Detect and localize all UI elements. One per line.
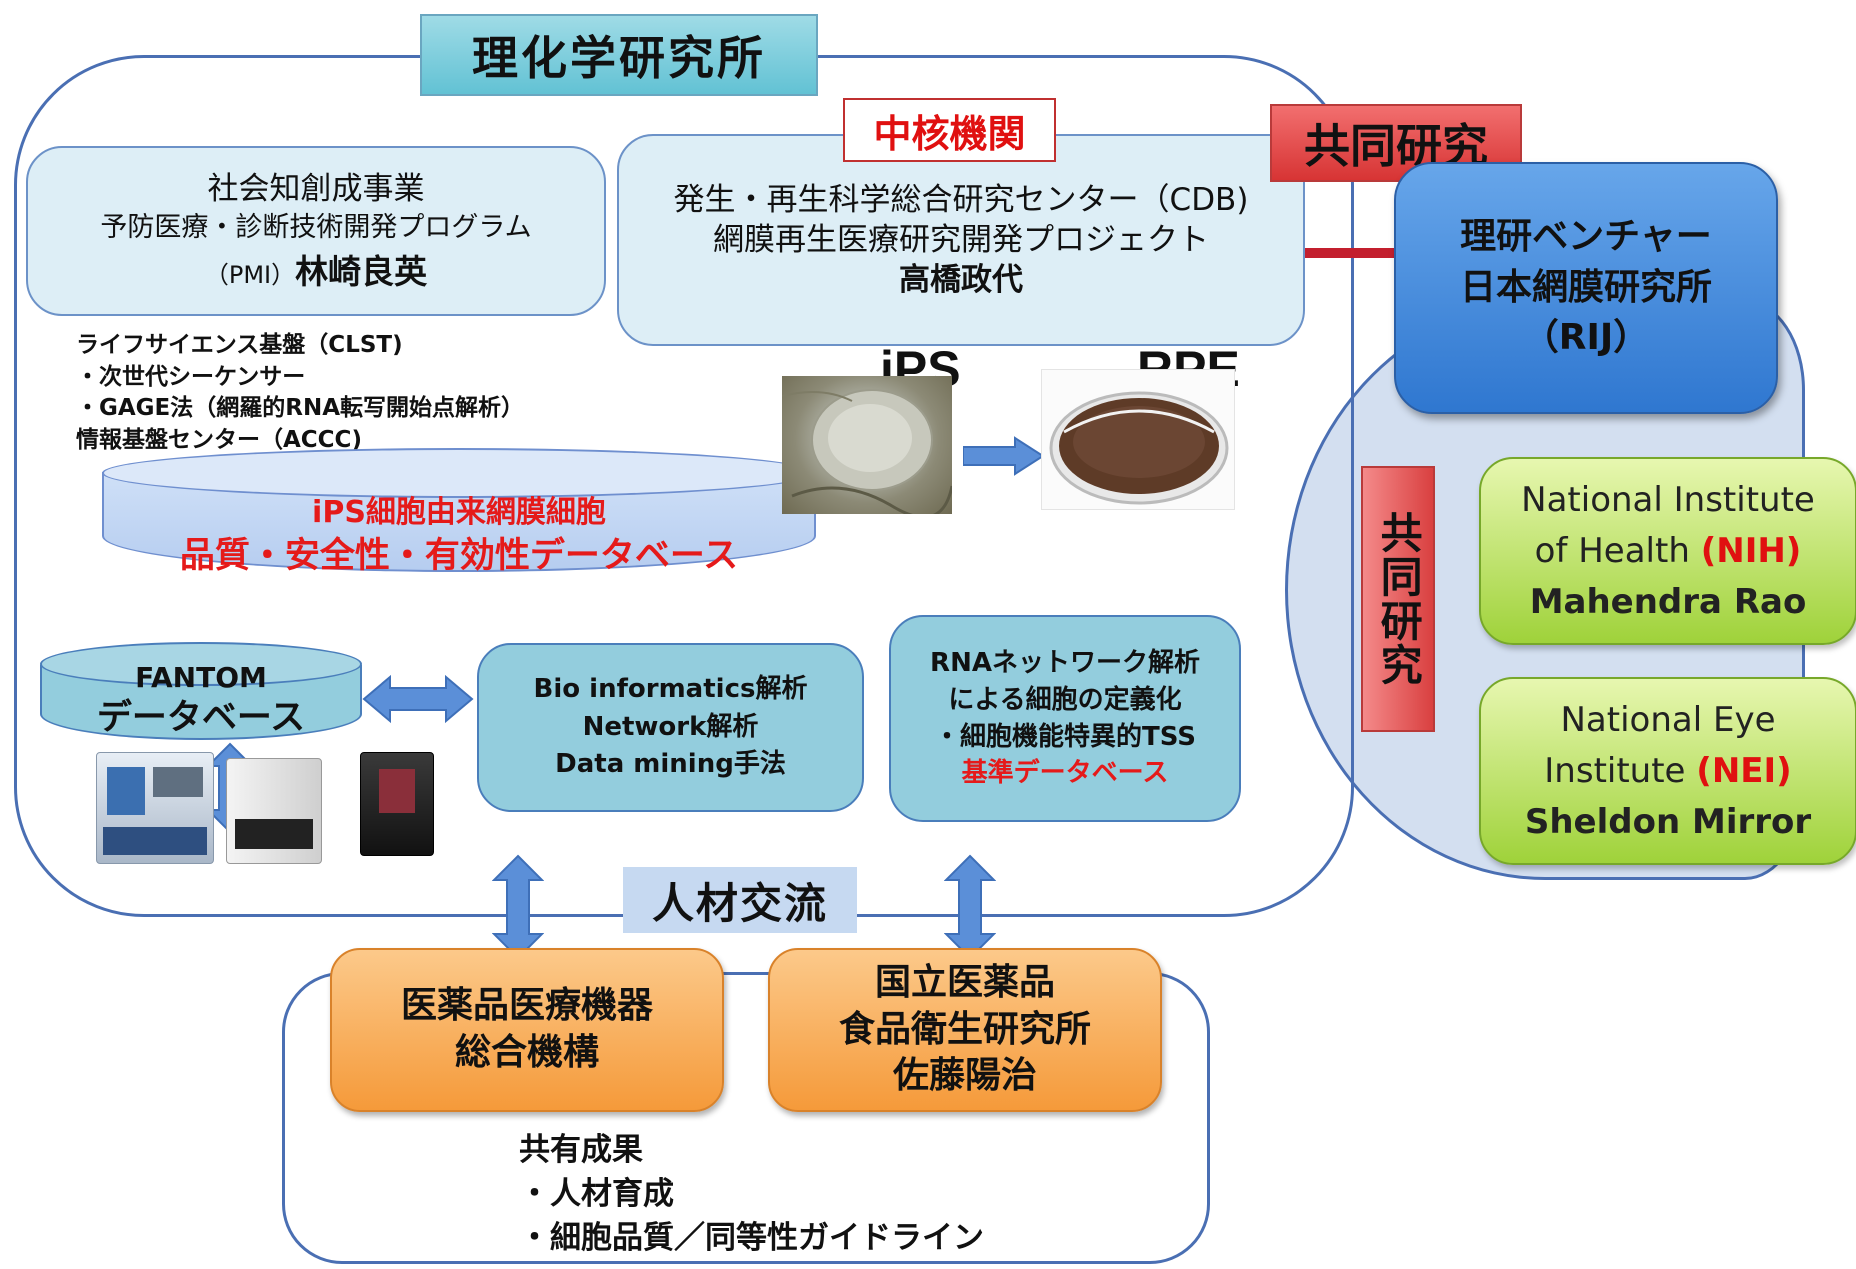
nei-line2: Institute (NEI) xyxy=(1544,746,1791,797)
pmi-abbr: （PMI） xyxy=(204,260,296,289)
pmi-line1: 社会知創成事業 xyxy=(207,171,425,208)
database-cylinder-top xyxy=(102,448,816,498)
fantom-cylinder-top xyxy=(40,642,362,686)
sequencer-machine-image xyxy=(96,752,214,864)
retina-database-label: iPS細胞由来網膜細胞 品質・安全性・有効性データベース xyxy=(102,492,816,580)
collab-connector-line xyxy=(1305,248,1397,258)
nih-line2-prefix: of Health xyxy=(1534,530,1701,571)
nih-researcher: Mahendra Rao xyxy=(1529,581,1807,622)
clst-list: ライフサイエンス基盤（CLST) ・次世代シーケンサー ・GAGE法（網羅的RN… xyxy=(76,330,524,457)
ips-to-rpe-arrow xyxy=(963,436,1045,476)
clst-item: ・GAGE法（網羅的RNA転写開始点解析） xyxy=(76,395,525,422)
bio-line1: Bio informatics解析 xyxy=(533,673,808,704)
personnel-exchange-label: 人材交流 xyxy=(623,867,857,933)
fantom-database-label: FANTOM データベース xyxy=(40,660,362,742)
rna-line3: ・細胞機能特異的TSS xyxy=(933,721,1197,752)
riken-venture-box: 理研ベンチャー 日本網膜研究所 （RIJ） xyxy=(1394,162,1778,414)
pmda-box: 医薬品医療機器 総合機構 xyxy=(330,948,724,1112)
ips-cell-photo xyxy=(782,376,952,514)
analyzer-device-image xyxy=(360,752,434,856)
exchange-arrow-left xyxy=(492,854,544,960)
cdb-line2: 網膜再生医療研究開発プロジェクト xyxy=(713,221,1209,258)
riken-title: 理化学研究所 xyxy=(420,14,818,96)
rna-line4: 基準データベース xyxy=(961,758,1169,789)
database-line1: iPS細胞由来網膜細胞 xyxy=(312,495,606,530)
nihs-line3: 佐藤陽治 xyxy=(892,1055,1037,1097)
rpe-cell-dish-photo xyxy=(1041,369,1235,510)
database-line2: 品質・安全性・有効性データベース xyxy=(179,536,739,576)
rna-line1: RNAネットワーク解析 xyxy=(930,647,1200,678)
clst-item: 情報基盤センター（ACCC) xyxy=(76,427,362,454)
nih-partner-box: National Institute of Health (NIH) Mahen… xyxy=(1479,457,1856,645)
venture-line3: （RIJ） xyxy=(1522,317,1650,359)
clst-item: ・次世代シーケンサー xyxy=(76,363,306,390)
pmda-line1: 医薬品医療機器 xyxy=(400,985,653,1027)
nei-line1: National Eye xyxy=(1560,699,1776,740)
nihs-box: 国立医薬品 食品衛生研究所 佐藤陽治 xyxy=(768,948,1162,1112)
nih-line1: National Institute xyxy=(1521,479,1815,520)
nei-line2-prefix: Institute xyxy=(1544,750,1697,791)
shared-outcomes-list: 共有成果 ・人材育成 ・細胞品質／同等性ガイドライン xyxy=(519,1128,984,1260)
nei-researcher: Sheldon Mirror xyxy=(1524,801,1812,842)
outcome-item: ・人材育成 xyxy=(519,1176,674,1213)
bio-line2: Network解析 xyxy=(582,711,759,742)
bio-line3: Data mining手法 xyxy=(555,749,786,780)
pmi-lead-name: 林崎良英 xyxy=(295,251,428,291)
pmi-line2: 予防医療・診断技術開発プログラム xyxy=(100,211,532,243)
outcome-item: 共有成果 xyxy=(519,1132,643,1168)
pmi-program-box: 社会知創成事業 予防医療・診断技術開発プログラム （PMI）林崎良英 xyxy=(26,146,606,316)
venture-line1: 理研ベンチャー xyxy=(1460,216,1712,258)
clst-item: ライフサイエンス基盤（CLST) xyxy=(76,332,403,358)
nihs-line2: 食品衛生研究所 xyxy=(838,1008,1091,1050)
pmi-line3: （PMI）林崎良英 xyxy=(205,245,427,293)
joint-research-vertical-label: 共同研究 xyxy=(1361,466,1435,732)
nei-abbr: (NEI) xyxy=(1696,750,1792,791)
fantom-line2: データベース xyxy=(96,698,306,739)
sequencer-unit-image xyxy=(226,758,322,864)
fantom-line1: FANTOM xyxy=(135,661,267,694)
rna-network-box: RNAネットワーク解析 による細胞の定義化 ・細胞機能特異的TSS 基準データベ… xyxy=(889,615,1241,822)
cdb-line1: 発生・再生科学総合研究センター（CDB) xyxy=(673,181,1249,218)
cdb-lead-name: 高橋政代 xyxy=(899,262,1023,299)
exchange-arrow-right xyxy=(944,854,996,960)
pmda-line2: 総合機構 xyxy=(454,1032,599,1073)
venture-line2: 日本網膜研究所 xyxy=(1459,266,1712,308)
nihs-line1: 国立医薬品 xyxy=(874,961,1055,1003)
bioinformatics-box: Bio informatics解析 Network解析 Data mining手… xyxy=(477,643,864,812)
outcome-item: ・細胞品質／同等性ガイドライン xyxy=(519,1220,984,1257)
cdb-center-box: 発生・再生科学総合研究センター（CDB) 網膜再生医療研究開発プロジェクト 高橋… xyxy=(617,134,1305,346)
core-institution-label: 中核機関 xyxy=(843,98,1056,162)
nei-partner-box: National Eye Institute (NEI) Sheldon Mir… xyxy=(1479,677,1856,865)
fantom-bio-double-arrow xyxy=(362,674,474,724)
nih-line2: of Health (NIH) xyxy=(1535,526,1802,577)
nih-abbr: (NIH) xyxy=(1700,530,1802,571)
rna-line2: による細胞の定義化 xyxy=(948,684,1182,715)
